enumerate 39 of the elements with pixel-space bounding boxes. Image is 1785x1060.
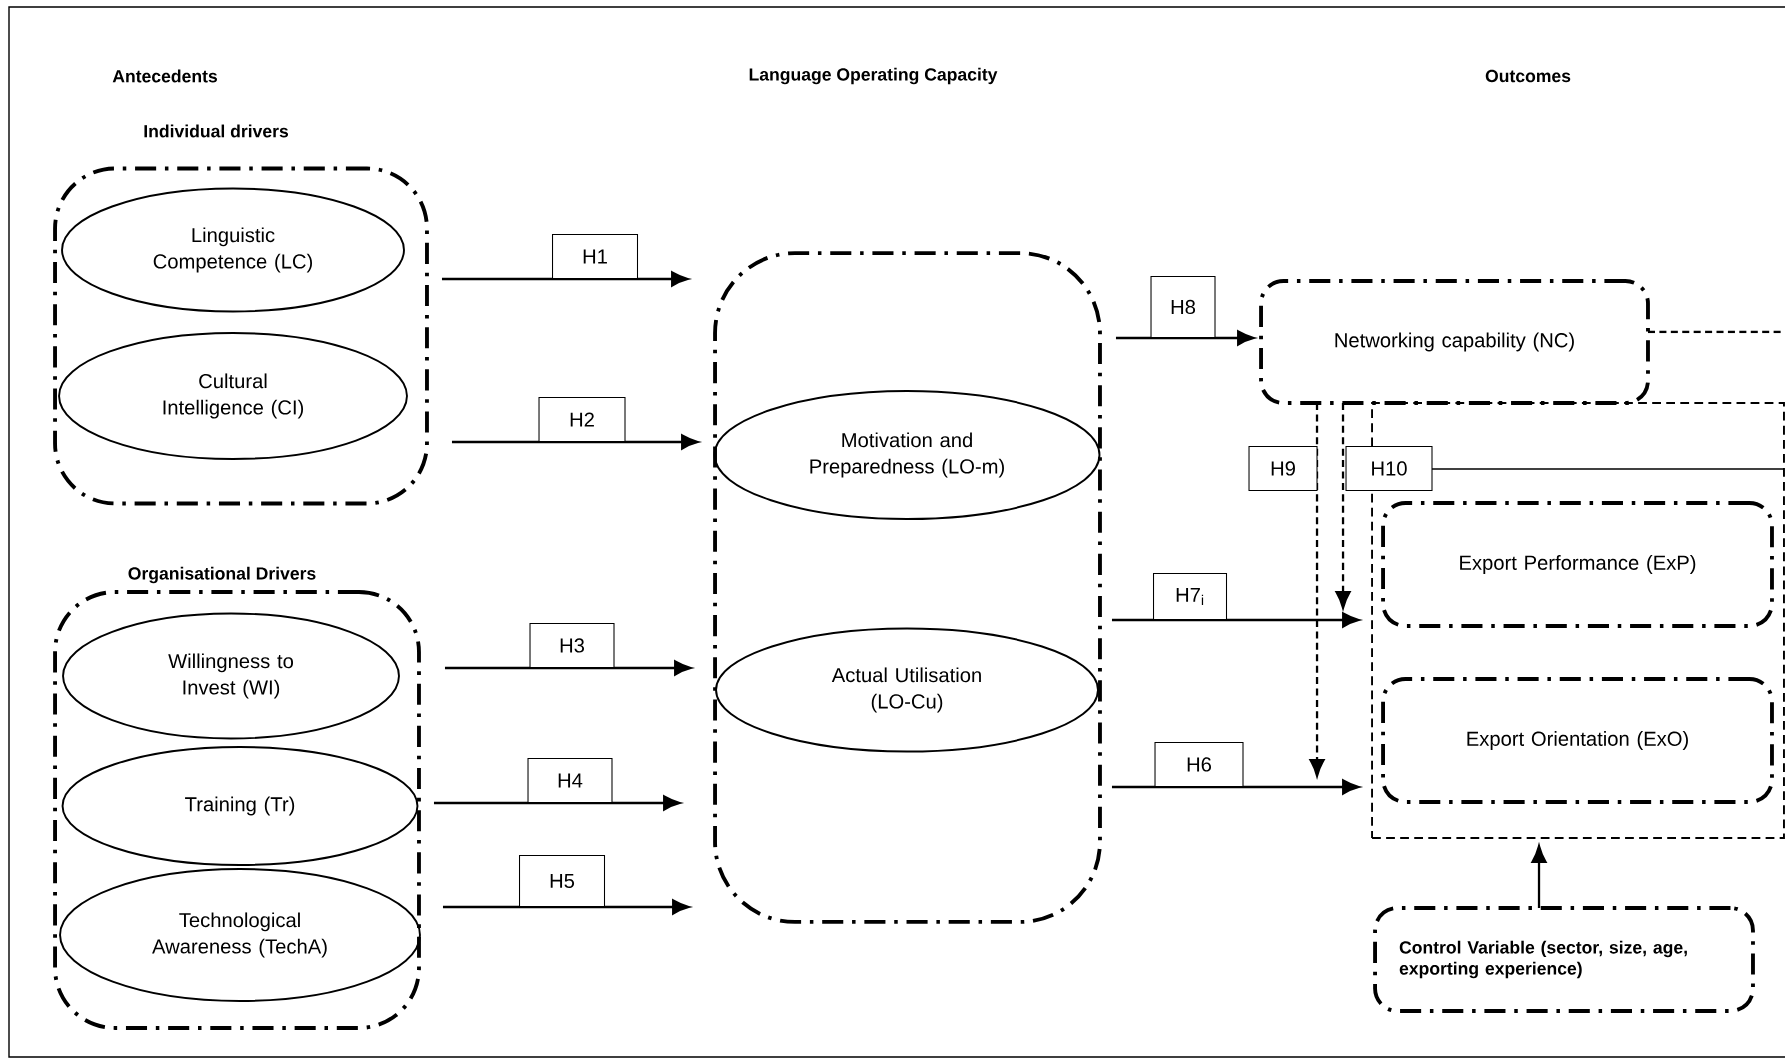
ellipse-node: Cultural Intelligence (CI) <box>58 332 408 460</box>
column-heading: Language Operating Capacity <box>749 67 998 85</box>
edge-label: H3 <box>529 622 615 668</box>
arrow <box>1531 845 1547 908</box>
arrow <box>444 660 692 676</box>
node-label: Organisational Drivers <box>128 566 316 584</box>
arrow <box>451 434 699 450</box>
ellipse-node: Training (Tr) <box>61 746 419 866</box>
edge-label: H8 <box>1150 275 1216 338</box>
arrow <box>1335 403 1351 609</box>
container-box <box>713 251 1102 924</box>
arrow <box>1309 403 1325 777</box>
arrow <box>433 795 681 811</box>
edge-label: H4 <box>527 757 613 803</box>
ellipse-node: Willingness to Invest (WI) <box>62 612 400 740</box>
column-heading: Outcomes <box>1485 69 1571 83</box>
node-label: Individual drivers <box>144 124 289 138</box>
edge-label: H10 <box>1345 445 1433 491</box>
ellipse-node: Technological Awareness (TechA) <box>59 868 421 1002</box>
edge-label: H2 <box>538 396 626 442</box>
column-heading: Antecedents <box>112 69 217 83</box>
edge-label: H7$_{i}$ <box>1153 572 1228 620</box>
rounded-box: Export Orientation (ExO) <box>1381 677 1774 804</box>
arrow <box>1111 779 1360 795</box>
rounded-box: Networking capability (NC) <box>1259 279 1650 405</box>
edge-label: H5 <box>519 854 606 907</box>
edge-label: H1 <box>552 233 639 279</box>
ellipse-node: Actual Utilisation (LO-Cu) <box>715 627 1099 753</box>
arrow <box>1111 612 1360 628</box>
edge-label: H9 <box>1248 445 1318 491</box>
ellipse-node: Motivation and Preparedness (LO-m) <box>713 390 1101 520</box>
arrow <box>442 271 689 287</box>
dashed-group-box <box>1371 402 1785 839</box>
ellipse-node: Linguistic Competence (LC) <box>61 187 405 313</box>
control-box: Control Variable (sector, size, age, exporting experience) <box>1373 906 1755 1013</box>
rounded-box: Export Performance (ExP) <box>1381 501 1774 628</box>
arrow <box>1115 330 1255 346</box>
edge-label: H6 <box>1154 741 1244 787</box>
arrow <box>442 899 690 915</box>
